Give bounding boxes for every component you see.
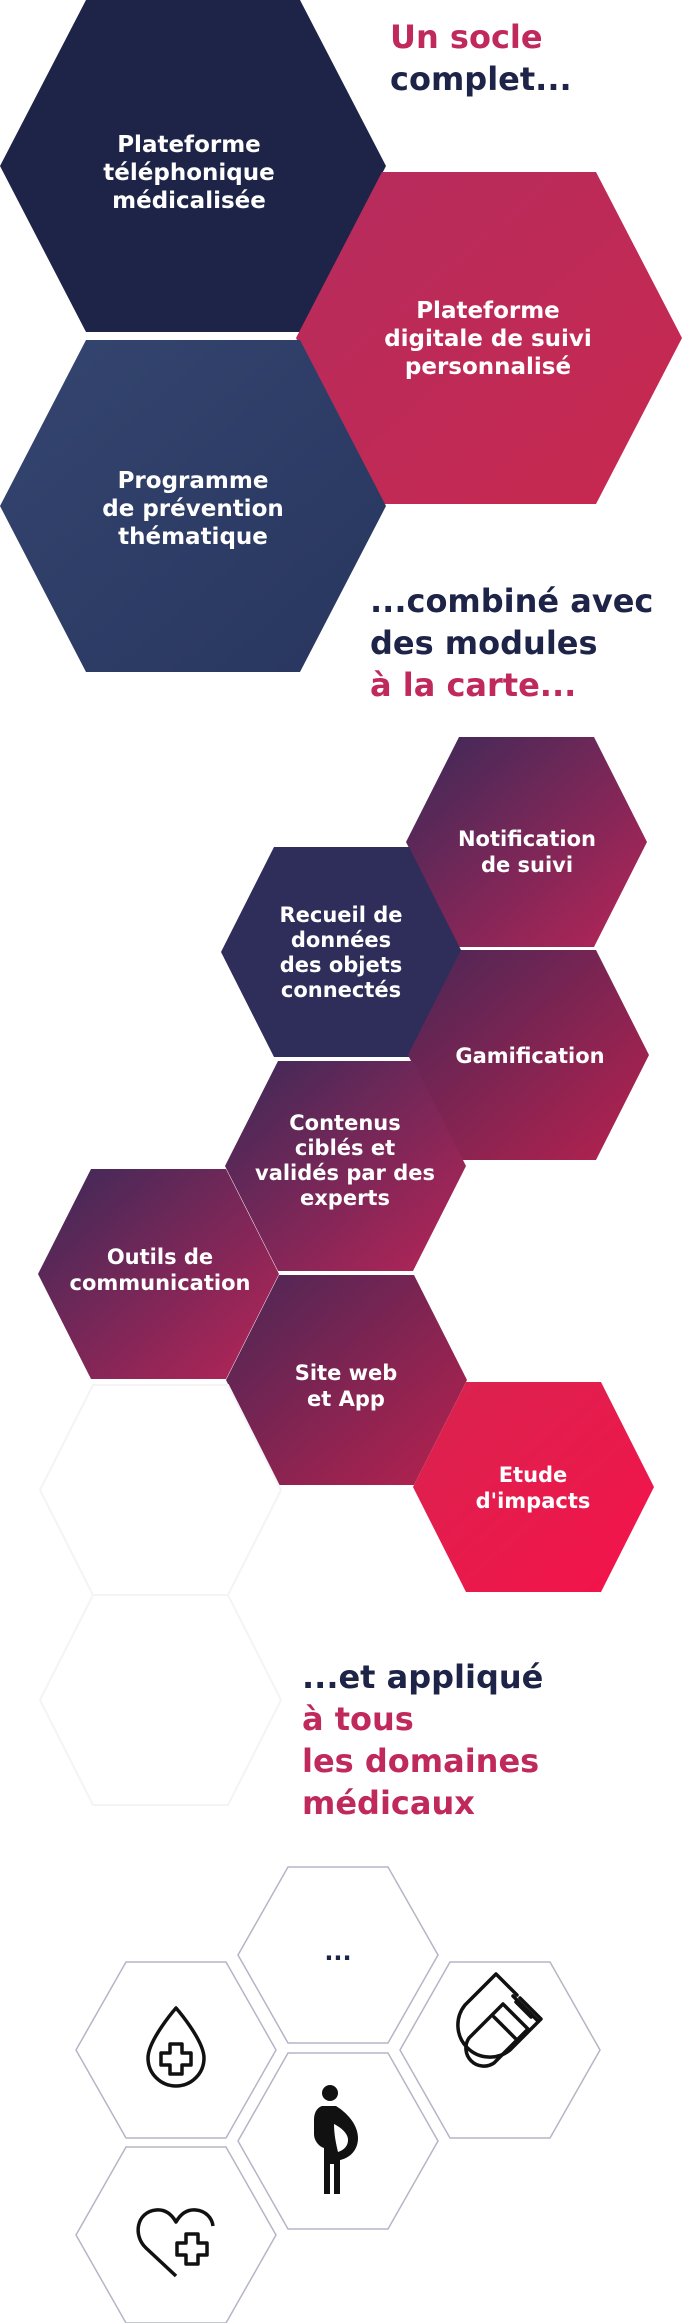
hex-heart	[75, 2146, 277, 2323]
module-contenus-line-1: Contenus	[289, 1111, 400, 1135]
hex-3-line-2: de prévention	[102, 496, 284, 522]
module-grid: Notification de suivi Recueil de données…	[38, 737, 654, 1806]
module-recueil-line-1: Recueil de	[279, 903, 402, 927]
hex-1-line-1: Plateforme	[117, 132, 261, 158]
module-recueil-donnees: Recueil de données des objets connectés	[221, 847, 462, 1057]
faint-hex-outlines	[38, 1384, 283, 1806]
hex-pregnant	[237, 2052, 439, 2230]
module-contenus: Contenus ciblés et validés par des exper…	[225, 1061, 466, 1271]
module-etude-impacts: Etude d'impacts	[413, 1382, 654, 1592]
section-1-heading-line-1: Un socle	[390, 18, 543, 56]
module-site-web: Site web et App	[226, 1275, 467, 1485]
module-etude-line-2: d'impacts	[476, 1489, 591, 1513]
module-gamification: Gamification	[408, 950, 649, 1160]
module-site-line-2: et App	[307, 1387, 385, 1411]
section-3-heading-line-4: médicaux	[302, 1784, 475, 1822]
module-recueil-line-3: des objets	[280, 953, 403, 977]
heart-cross-icon	[136, 2208, 215, 2278]
module-outils-communication: Outils de communication	[38, 1169, 279, 1379]
hex-2-line-3: personnalisé	[405, 354, 571, 380]
module-notification-line-2: de suivi	[481, 853, 573, 877]
section-1: Plateforme téléphonique médicalisée Plat…	[0, 0, 682, 672]
section-1-heading-line-2: complet...	[390, 60, 572, 98]
hex-1-line-2: téléphonique	[103, 160, 274, 186]
module-site-line-1: Site web	[295, 1361, 398, 1385]
module-recueil-line-2: données	[291, 928, 391, 952]
domain-grid: ...	[75, 1866, 601, 2323]
section-2-heading-line-2: des modules	[370, 624, 598, 662]
hex-blood-drop	[75, 1961, 277, 2139]
module-etude-line-1: Etude	[499, 1463, 568, 1487]
hex-ellipsis: ...	[237, 1866, 439, 2044]
hex-magnet	[399, 1961, 601, 2139]
hex-plateforme-digitale: Plateforme digitale de suivi personnalis…	[296, 172, 682, 504]
module-notification: Notification de suivi	[406, 737, 647, 947]
section-2-heading: ...combiné avec des modules à la carte..…	[370, 582, 653, 704]
hex-1-line-3: médicalisée	[112, 188, 266, 214]
section-3-heading-line-1: ...et appliqué	[302, 1658, 543, 1696]
module-recueil-line-4: connectés	[281, 978, 401, 1002]
hex-plateforme-telephonique: Plateforme téléphonique médicalisée	[0, 0, 386, 332]
magnet-icon	[456, 1972, 543, 2068]
hex-3-line-1: Programme	[118, 468, 269, 494]
pregnant-woman-icon	[314, 2085, 358, 2194]
module-outils-line-2: communication	[70, 1271, 251, 1295]
section-3-heading-line-3: les domaines	[302, 1742, 539, 1780]
section-3-heading: ...et appliqué à tous les domaines médic…	[302, 1658, 543, 1822]
ellipsis-text: ...	[324, 1938, 351, 1966]
module-contenus-line-3: validés par des	[255, 1161, 435, 1185]
module-gamification-line-1: Gamification	[455, 1044, 604, 1068]
hex-3-line-3: thématique	[118, 524, 268, 550]
section-2-heading-line-1: ...combiné avec	[370, 582, 653, 620]
section-3-heading-line-2: à tous	[302, 1700, 414, 1738]
module-outils-line-1: Outils de	[107, 1245, 213, 1269]
hex-2-line-2: digitale de suivi	[384, 326, 592, 352]
hex-programme-prevention: Programme de prévention thématique	[0, 340, 386, 672]
module-contenus-line-4: experts	[300, 1186, 390, 1210]
module-contenus-line-2: ciblés et	[295, 1136, 395, 1160]
section-2-heading-line-3: à la carte...	[370, 666, 576, 704]
hex-2-line-1: Plateforme	[416, 298, 560, 324]
blood-drop-cross-icon	[146, 2006, 206, 2088]
module-notification-line-1: Notification	[458, 827, 596, 851]
